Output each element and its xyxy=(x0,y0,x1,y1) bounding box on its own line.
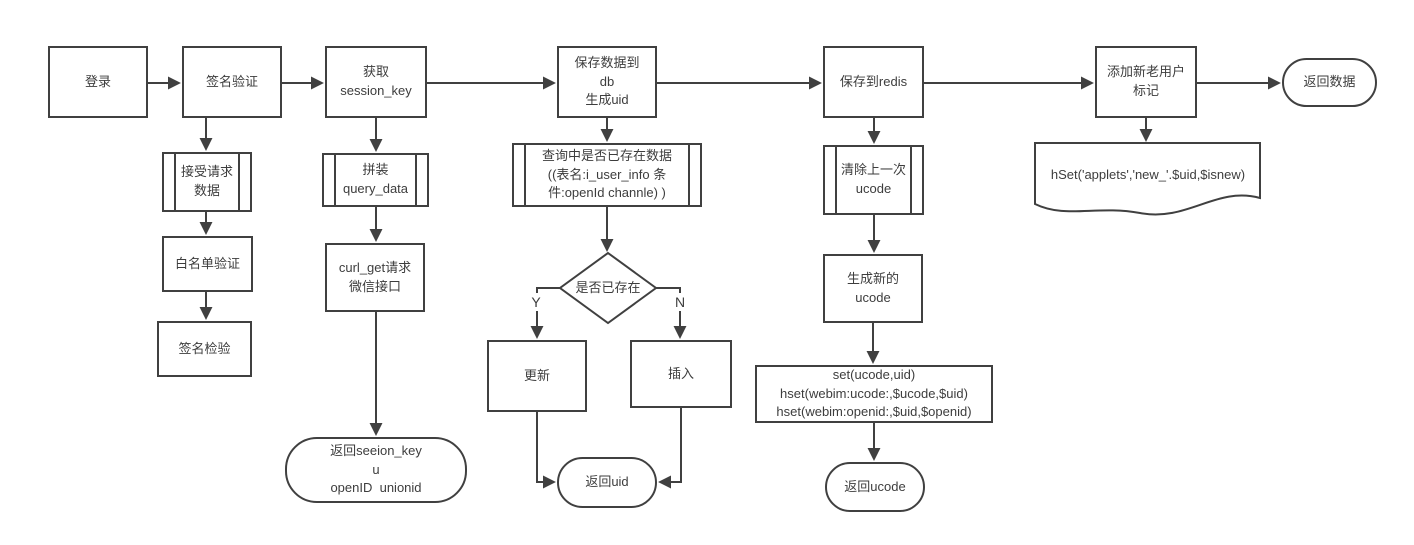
node-add-user-flag: 添加新老用户 标记 xyxy=(1095,46,1197,118)
node-query-exists: 查询中是否已存在数据 ((表名:i_user_info 条 件:openId c… xyxy=(512,143,702,207)
node-update: 更新 xyxy=(487,340,587,412)
node-whitelist-verify: 白名单验证 xyxy=(162,236,253,292)
node-sign-verify: 签名验证 xyxy=(182,46,282,118)
node-curl-get: curl_get请求 微信接口 xyxy=(325,243,425,312)
node-insert: 插入 xyxy=(630,340,732,408)
node-hset-doc-label: hSet('applets','new_'.$uid,$isnew) xyxy=(1050,166,1246,182)
node-login: 登录 xyxy=(48,46,148,118)
node-return-session-key: 返回seeion_key u openID unionid xyxy=(285,437,467,503)
branch-label-yes: Y xyxy=(528,293,544,311)
node-save-db: 保存数据到 db 生成uid xyxy=(557,46,657,118)
node-return-uid: 返回uid xyxy=(557,457,657,508)
node-accept-request: 接受请求 数据 xyxy=(162,152,252,212)
edge-insert-to-return-uid xyxy=(658,408,682,489)
node-exists-decision-label: 是否已存在 xyxy=(575,279,641,295)
document-shape xyxy=(1034,142,1261,216)
edge-update-to-return-uid xyxy=(536,412,556,489)
decision-diamond-shape xyxy=(558,251,658,325)
node-return-data: 返回数据 xyxy=(1282,58,1377,107)
node-save-redis: 保存到redis xyxy=(823,46,924,118)
branch-label-no: N xyxy=(672,293,688,311)
node-gen-ucode: 生成新的 ucode xyxy=(823,254,923,323)
node-get-session-key: 获取 session_key xyxy=(325,46,427,118)
node-assemble-query: 拼装 query_data xyxy=(322,153,429,207)
edge-decision-yes-to-update xyxy=(530,287,560,339)
node-return-ucode: 返回ucode xyxy=(825,462,925,512)
node-sign-check: 签名检验 xyxy=(157,321,252,377)
node-clear-ucode: 清除上一次 ucode xyxy=(823,145,924,215)
node-redis-commands: set(ucode,uid) hset(webim:ucode:,$ucode,… xyxy=(755,365,993,423)
edge-decision-no-to-insert xyxy=(656,287,687,339)
